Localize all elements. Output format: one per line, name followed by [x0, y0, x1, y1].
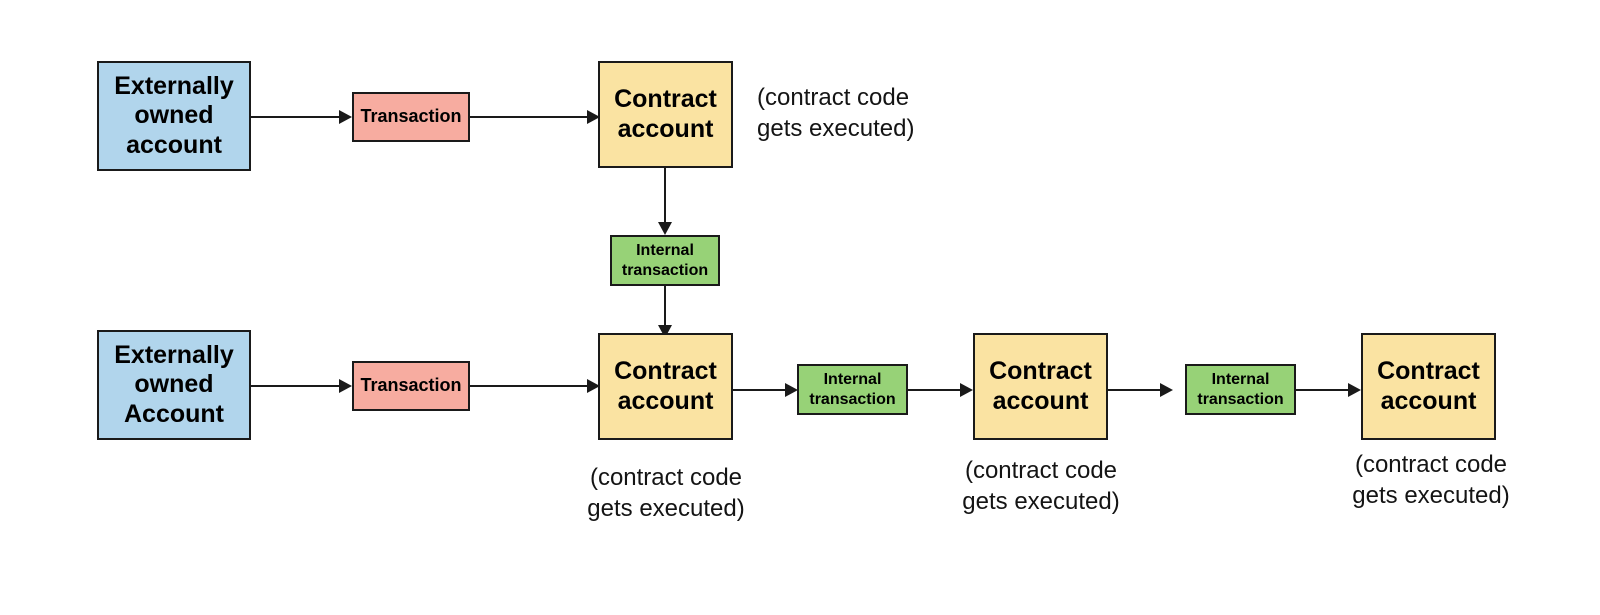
bottom-contract-account-1-node[interactable]: Contract account: [598, 333, 733, 440]
top-contract-account-note: (contract code gets executed): [757, 84, 915, 142]
top-contract-account-node[interactable]: Contract account: [598, 61, 733, 168]
bottom-contract-account-3-note: (contract code gets executed): [1352, 451, 1510, 509]
bridge-internal-transaction-node[interactable]: Internal transaction: [610, 235, 720, 286]
bottom-contract-account-2-node[interactable]: Contract account: [973, 333, 1108, 440]
edge-internal-transaction-to-bottom-contract: [664, 286, 666, 333]
bottom-contract-account-3-node[interactable]: Contract account: [1361, 333, 1496, 440]
arrowhead-bottom-eoa-to-transaction-icon: [339, 379, 352, 393]
edge-contract-2-to-internal-transaction-2: [1108, 389, 1161, 391]
edge-internal-transaction-2-to-contract-3: [1296, 389, 1349, 391]
arrowhead-to-contract-2-icon: [960, 383, 973, 397]
bottom-contract-account-1-note: (contract code gets executed): [587, 464, 745, 522]
arrowhead-to-internal-transaction-2-icon: [1160, 383, 1173, 397]
arrowhead-top-transaction-to-contract-icon: [587, 110, 600, 124]
bottom-internal-transaction-2-node[interactable]: Internal transaction: [1185, 364, 1296, 415]
arrowhead-top-eoa-to-transaction-icon: [339, 110, 352, 124]
arrowhead-to-internal-transaction-icon: [658, 222, 672, 235]
edge-top-eoa-to-transaction: [251, 116, 339, 118]
bottom-externally-owned-account-node[interactable]: Externally owned Account: [97, 330, 251, 440]
arrowhead-to-contract-3-icon: [1348, 383, 1361, 397]
arrowhead-to-internal-transaction-1-icon: [785, 383, 798, 397]
edge-bottom-eoa-to-transaction: [251, 385, 339, 387]
edge-internal-transaction-1-to-contract-2: [908, 389, 961, 391]
bottom-internal-transaction-1-node[interactable]: Internal transaction: [797, 364, 908, 415]
top-externally-owned-account-node[interactable]: Externally owned account: [97, 61, 251, 171]
bottom-transaction-node[interactable]: Transaction: [352, 361, 470, 411]
edge-top-contract-to-internal-transaction: [664, 168, 666, 223]
edge-contract-1-to-internal-transaction-1: [733, 389, 786, 391]
edge-bottom-transaction-to-contract-1: [470, 385, 587, 387]
bottom-contract-account-2-note: (contract code gets executed): [962, 457, 1120, 515]
top-transaction-node[interactable]: Transaction: [352, 92, 470, 142]
arrowhead-bottom-transaction-to-contract-1-icon: [587, 379, 600, 393]
edge-top-transaction-to-contract: [470, 116, 587, 118]
